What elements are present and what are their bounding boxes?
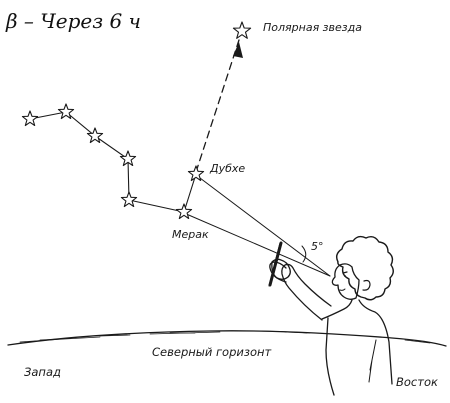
label-polaris: Полярная звезда [263,21,362,34]
star-phecda [120,191,138,208]
angle-arc [301,245,307,263]
star-polaris [232,21,252,39]
big-dipper-lines [29,111,197,213]
star-alkaid [21,110,39,127]
observer-figure [268,235,394,396]
label-west: Запад [24,365,61,379]
star-mizar [57,103,75,120]
sight-lines [183,174,331,277]
label-east: Восток [396,375,438,389]
star-merak [175,203,193,220]
label-angle: 5° [311,240,324,253]
label-merak: Мерак [172,228,209,241]
star-megrez [119,150,137,167]
pointer-arrowhead [233,42,243,58]
horizon [7,330,447,347]
star-alioth [86,127,104,144]
star-dubhe [187,165,205,182]
label-north-horizon: Северный горизонт [152,345,272,359]
pointer-line [195,39,240,173]
figure-caption: β – Через 6 ч [5,9,141,33]
label-dubhe: Дубхе [209,162,245,175]
